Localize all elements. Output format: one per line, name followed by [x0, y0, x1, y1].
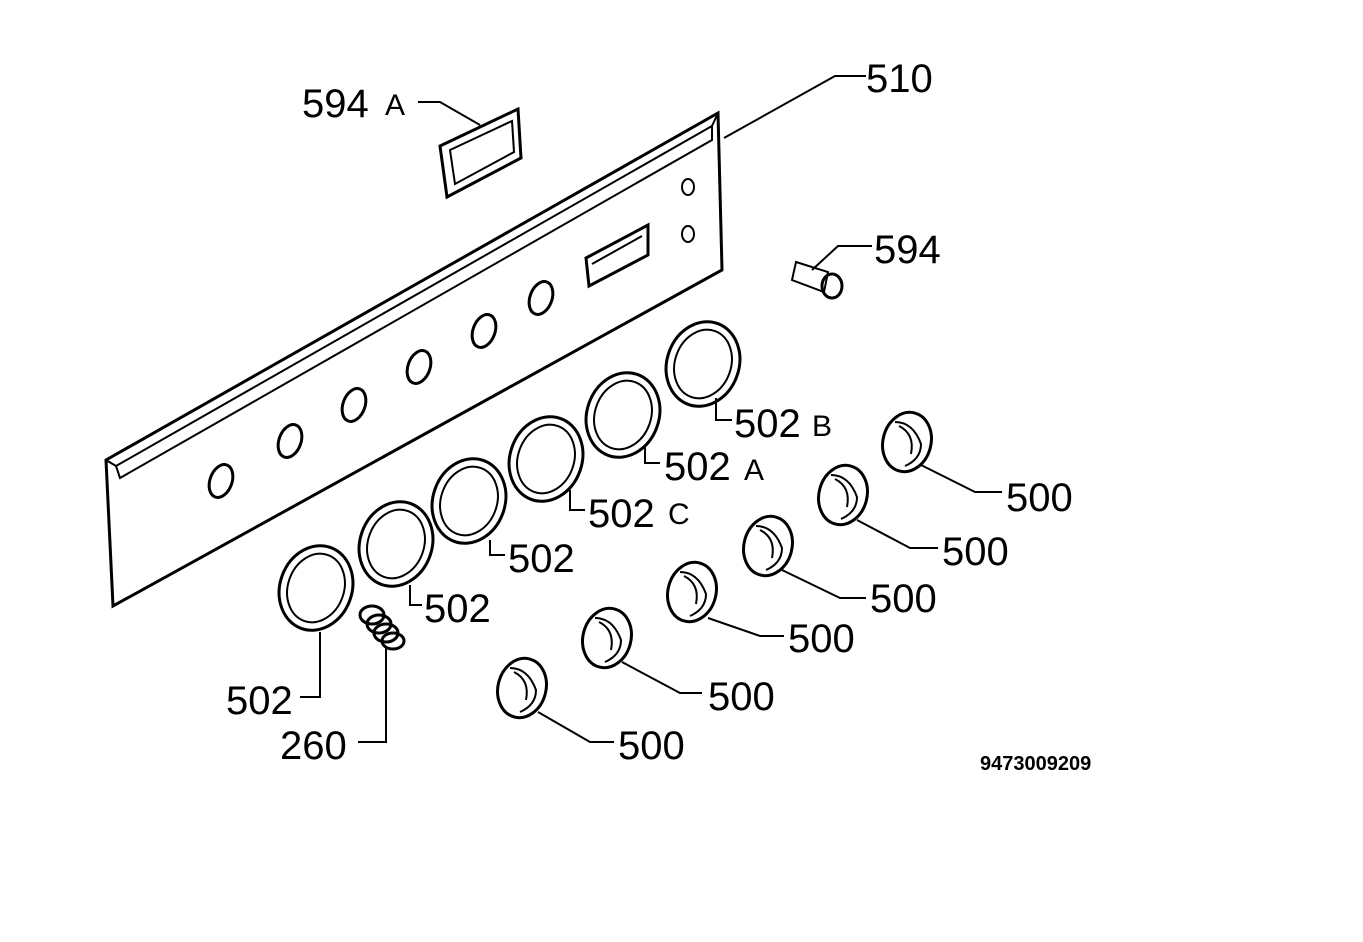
label-ring-c: 502: [588, 492, 655, 536]
window-frame: [438, 106, 523, 200]
label-knob: 500: [788, 617, 855, 661]
knob: [666, 560, 718, 624]
label-ring-b-suffix: B: [812, 410, 832, 443]
ring: [277, 544, 355, 632]
ring-group: [277, 320, 742, 632]
label-knob: 500: [870, 577, 937, 621]
knob: [496, 656, 548, 720]
label-knob: 500: [618, 724, 685, 768]
ring: [664, 320, 742, 408]
label-ring-a: 502: [664, 445, 731, 489]
label-window-frame: 594: [302, 82, 369, 126]
part-labels: 510 594 A 594 502 502 502 502 C 502 A 50…: [226, 57, 1091, 775]
label-ring: 502: [226, 679, 293, 723]
ring: [507, 415, 585, 503]
knob: [742, 514, 794, 578]
control-panel: [104, 110, 724, 609]
label-knob: 500: [708, 675, 775, 719]
knob: [881, 410, 933, 474]
label-ring-b: 502: [734, 402, 801, 446]
label-knob: 500: [1006, 476, 1073, 520]
label-ring: 502: [508, 537, 575, 581]
drawing-number: 9473009209: [980, 753, 1091, 775]
label-knob: 500: [942, 530, 1009, 574]
label-panel: 510: [866, 57, 933, 101]
label-ring-a-suffix: A: [744, 454, 764, 487]
spring: [358, 604, 406, 651]
knob: [817, 463, 869, 527]
ring: [584, 371, 662, 459]
ring: [430, 457, 508, 545]
label-ring-c-suffix: C: [668, 498, 690, 531]
indicator-lamp: [790, 260, 844, 300]
ring: [357, 500, 435, 588]
label-window-frame-suffix: A: [385, 89, 405, 122]
label-indicator-lamp: 594: [874, 228, 941, 272]
knob: [581, 606, 633, 670]
label-spring: 260: [280, 724, 347, 768]
label-ring: 502: [424, 587, 491, 631]
leader-lines: [300, 75, 1002, 743]
knob-group: [496, 410, 933, 720]
